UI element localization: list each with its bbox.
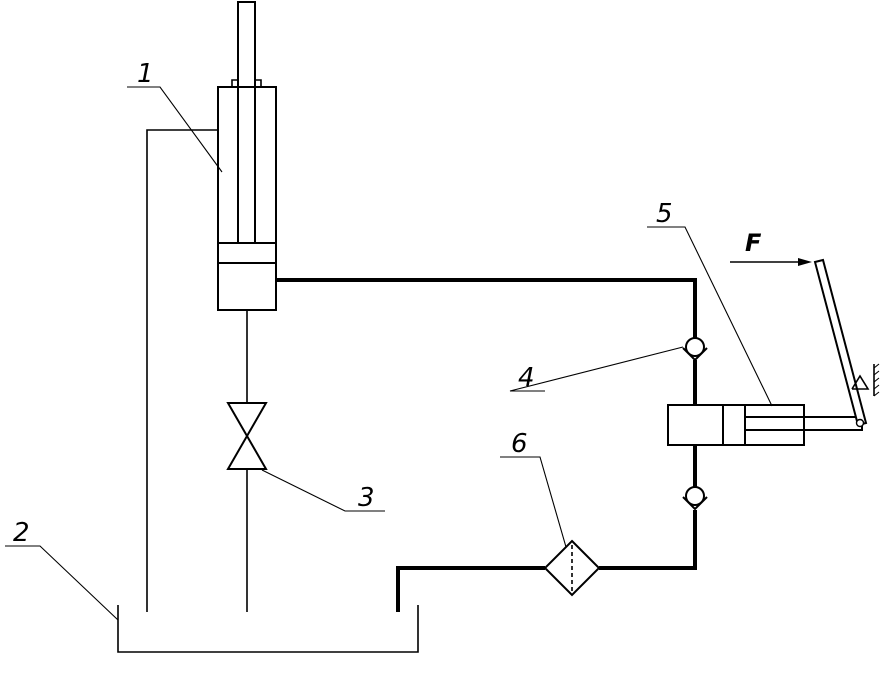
label-3: 3: [358, 483, 375, 513]
lever-pivot-support: [851, 363, 880, 397]
leader-lines: [5, 86, 773, 621]
force-label: F: [745, 229, 762, 257]
main-cylinder-rod: [231, 1, 262, 244]
pump-cylinder: [667, 404, 863, 446]
check-valve-lower: [682, 486, 708, 511]
check-valve-upper: [682, 337, 708, 362]
reservoir-tank: [117, 605, 419, 653]
hand-lever: [813, 258, 868, 428]
label-6: 6: [511, 429, 528, 459]
pressure-line: [276, 278, 697, 612]
force-arrow: [730, 258, 812, 266]
label-2: 2: [13, 518, 30, 548]
label-1: 1: [137, 59, 154, 89]
main-cylinder: [217, 86, 277, 311]
label-4: 4: [518, 363, 535, 393]
return-line: [146, 129, 218, 612]
filter: [543, 539, 601, 597]
shutoff-valve: [226, 402, 268, 470]
label-5: 5: [656, 199, 673, 229]
